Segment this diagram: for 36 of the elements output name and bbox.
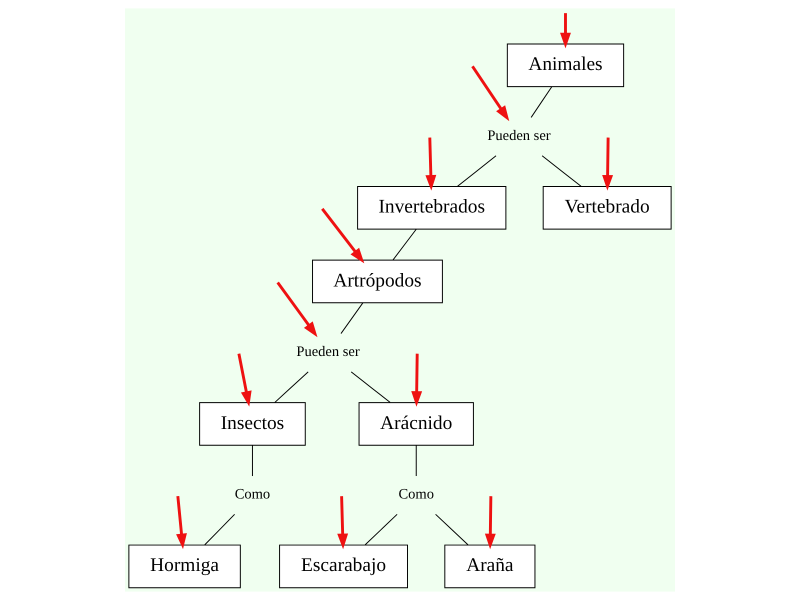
connector [340, 302, 364, 334]
arrow [411, 354, 422, 407]
node-box: Vertebrado [542, 186, 672, 230]
node-box: Escarabajo [279, 544, 408, 588]
arrow [176, 496, 187, 550]
arrow [237, 353, 252, 407]
connector [364, 514, 398, 546]
connector [457, 155, 497, 187]
connector [274, 371, 309, 403]
connector [530, 86, 552, 118]
arrow [276, 282, 318, 338]
arrow [321, 208, 364, 264]
connector [350, 371, 391, 403]
arrow [484, 496, 496, 550]
arrow [425, 138, 436, 191]
node-box: Animales [506, 44, 624, 88]
connector [392, 228, 417, 261]
node-box: Artrópodos [312, 260, 443, 304]
node-text: Como [234, 486, 270, 503]
node-box: Invertebrados [357, 186, 506, 230]
connector [416, 444, 417, 477]
connector [435, 514, 469, 546]
connector [204, 514, 236, 546]
arrow [560, 13, 571, 48]
node-box: Insectos [199, 402, 306, 446]
arrow [471, 66, 510, 122]
connector [542, 155, 582, 187]
arrow [337, 496, 348, 550]
node-box: Arácnido [358, 402, 474, 446]
node-box: Hormiga [128, 544, 241, 588]
connector [252, 444, 253, 477]
node-text: Pueden ser [487, 128, 551, 144]
node-box: Araña [444, 544, 536, 588]
node-text: Pueden ser [296, 344, 360, 360]
arrow [602, 138, 614, 191]
node-text: Como [398, 486, 434, 503]
